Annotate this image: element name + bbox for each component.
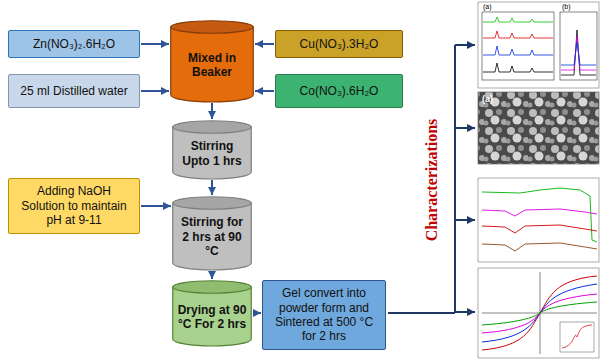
mixing-cylinder: Mixed in Beaker xyxy=(170,20,254,102)
panel-letter: (b) xyxy=(562,3,571,10)
ftir-thumbnail xyxy=(478,178,599,262)
branch-arrow xyxy=(455,44,475,46)
cylinder-top xyxy=(173,281,252,294)
node-text: Cu(NO₃).3H₂O xyxy=(281,37,397,51)
node-text: Drying at 90 °C For 2 hrs xyxy=(177,303,247,332)
reagent-box: Co(NO₃).6H₂O xyxy=(275,74,403,108)
panel-letter: (a) xyxy=(482,94,493,104)
cylinder-body xyxy=(173,287,252,346)
node-text: Stirring Upto 1 hrs xyxy=(177,139,247,168)
node-text: Adding NaOH Solution to maintain pH at 9… xyxy=(14,184,134,227)
flow-arrow xyxy=(141,43,169,45)
cylinder-top xyxy=(173,197,252,210)
process-box: Gel convert into powder form and Sintere… xyxy=(262,280,386,350)
flow-arrow xyxy=(255,43,274,45)
reagent-box: Zn(NO₃)₂.6H₂O xyxy=(8,30,140,58)
flow-arrow xyxy=(253,312,261,314)
xrd-thumbnail xyxy=(478,2,599,88)
flow-arrow xyxy=(255,90,274,92)
vertical-heading: Characterizations xyxy=(423,100,441,260)
sem-thumbnail xyxy=(478,92,599,164)
flow-arrow xyxy=(141,205,171,207)
node-text: Zn(NO₃)₂.6H₂O xyxy=(14,37,134,51)
branch-arrow xyxy=(455,127,475,129)
node-text: Stirring for 2 hrs at 90 °C xyxy=(177,215,247,258)
node-text: Co(NO₃).6H₂O xyxy=(281,84,397,98)
cylinder-body xyxy=(173,203,252,270)
node-text: Mixed in Beaker xyxy=(175,51,249,80)
cylinder-body xyxy=(173,127,252,179)
flow-arrow xyxy=(211,180,213,195)
node-text: Gel convert into powder form and Sintere… xyxy=(268,286,380,344)
flow-arrow xyxy=(211,103,213,119)
feed-line xyxy=(388,312,455,314)
reagent-box: 25 ml Distilled water xyxy=(8,74,140,108)
process-box: Adding NaOH Solution to maintain pH at 9… xyxy=(8,178,140,234)
flow-arrow xyxy=(141,90,169,92)
branch-arrow xyxy=(455,219,475,221)
cylinder-top xyxy=(173,121,252,134)
flow-arrow xyxy=(211,271,213,279)
cylinder-top xyxy=(171,21,254,34)
branch-arrow xyxy=(455,311,475,313)
reagent-box: Cu(NO₃).3H₂O xyxy=(275,30,403,58)
panel-letter: (a) xyxy=(483,3,492,10)
cylinder-body xyxy=(171,27,254,102)
node-text: 25 ml Distilled water xyxy=(14,84,134,98)
process-cylinder: Stirring Upto 1 hrs xyxy=(172,120,252,179)
process-cylinder: Drying at 90 °C For 2 hrs xyxy=(172,280,252,346)
magnetization-thumbnail xyxy=(478,268,599,358)
process-cylinder: Stirring for 2 hrs at 90 °C xyxy=(172,196,252,270)
bracket-line xyxy=(454,45,456,313)
